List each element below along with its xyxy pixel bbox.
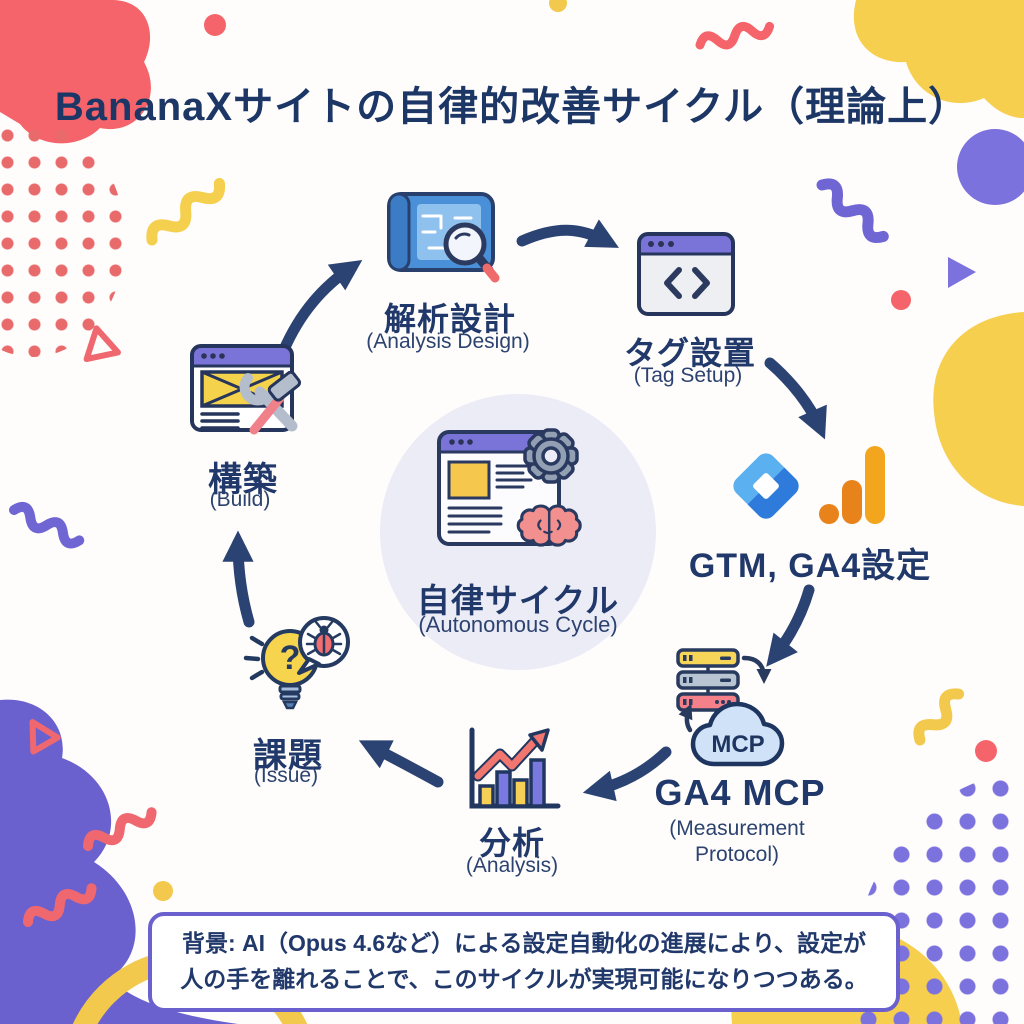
squiggle-red-bottom-left-1 bbox=[83, 807, 157, 851]
node-sublabel-analysis-design: (Analysis Design) bbox=[366, 330, 530, 353]
center-sublabel: (Autonomous Cycle) bbox=[418, 612, 618, 637]
squiggle-red-bottom-left-2 bbox=[23, 883, 97, 927]
window-dots bbox=[648, 241, 674, 247]
bug-icon bbox=[297, 616, 350, 675]
gtm-logo bbox=[720, 440, 812, 532]
gear-icon bbox=[523, 428, 579, 484]
arrow-issue-to-build bbox=[222, 530, 255, 628]
code-brackets-icon bbox=[664, 267, 710, 299]
arrow-tag-to-gtm bbox=[764, 357, 827, 440]
trend-arrow-icon bbox=[472, 728, 550, 782]
node-label-build: 構築 bbox=[208, 461, 278, 499]
browser-code-icon bbox=[635, 230, 737, 318]
squiggle-purple-left bbox=[9, 501, 85, 549]
page-title: BananaXサイトの自律的改善サイクル（理論上） bbox=[54, 85, 970, 129]
node-label-issue: 課題 bbox=[253, 737, 323, 775]
note-box: 背景: AI（Opus 4.6など）による設定自動化の進展により、設定が 人の手… bbox=[148, 912, 900, 1012]
arrow-design-to-tag bbox=[516, 219, 619, 248]
node-label-analysis: 分析 bbox=[478, 825, 546, 861]
dot-yellow-top bbox=[549, 0, 567, 12]
triangle-purple-right bbox=[948, 257, 976, 288]
mcp-cloud-label: MCP bbox=[711, 731, 764, 758]
node-label-ga4-mcp: GA4 MCP bbox=[654, 772, 826, 813]
blob-right bbox=[933, 312, 1024, 506]
node-label-gtm-ga4: GTM, GA4設定 bbox=[688, 547, 932, 585]
dot-yellow-bottom-left bbox=[153, 881, 173, 901]
arrow-build-to-design bbox=[277, 259, 363, 358]
node-sublabel-tag-setup: (Tag Setup) bbox=[633, 364, 743, 387]
hammer-icon bbox=[249, 370, 302, 435]
center-label: 自律サイクル bbox=[416, 582, 620, 619]
node-sublabel-analysis: (Analysis) bbox=[465, 854, 559, 877]
polka-dots-red bbox=[0, 122, 125, 357]
bar-chart-icon bbox=[462, 722, 566, 814]
circle-purple-top-right bbox=[957, 129, 1024, 205]
node-sublabel-ga4-mcp: (Measurement Protocol) bbox=[669, 817, 805, 867]
squiggle-red-top-right bbox=[695, 21, 775, 50]
brain-icon bbox=[516, 504, 582, 547]
node-sublabel-build: (Build) bbox=[209, 488, 271, 511]
squiggle-yellow-top-left bbox=[146, 177, 226, 246]
autonomous-cycle-icon bbox=[433, 420, 585, 568]
blueprint-icon bbox=[383, 188, 503, 292]
triangle-outline-bottom-left bbox=[29, 719, 61, 755]
question-mark: ? bbox=[280, 639, 301, 677]
dot-red-right bbox=[891, 290, 911, 310]
note-line-2: 人の手を離れることで、このサイクルが実現可能になりつつある。 bbox=[180, 966, 868, 992]
node-sublabel-issue: (Issue) bbox=[253, 764, 319, 787]
ga4-logo bbox=[818, 442, 888, 528]
dot-red-top bbox=[204, 14, 226, 36]
server-stack-icon: MCP bbox=[670, 646, 812, 768]
node-label-analysis-design: 解析設計 bbox=[383, 301, 517, 337]
dot-red-bottom-right bbox=[975, 740, 997, 762]
mcp-cloud-icon: MCP bbox=[690, 701, 785, 767]
node-label-tag-setup: タグ設置 bbox=[623, 335, 757, 371]
build-window-icon bbox=[188, 342, 320, 446]
magnifier-icon bbox=[443, 222, 500, 283]
squiggle-purple-top-right bbox=[816, 178, 889, 244]
note-line-1: 背景: AI（Opus 4.6など）による設定自動化の進展により、設定が bbox=[181, 930, 867, 957]
lightbulb-icon: ? bbox=[238, 612, 354, 720]
arrow-analysis-to-issue bbox=[358, 740, 444, 788]
squiggle-yellow-bottom-right bbox=[913, 688, 965, 746]
